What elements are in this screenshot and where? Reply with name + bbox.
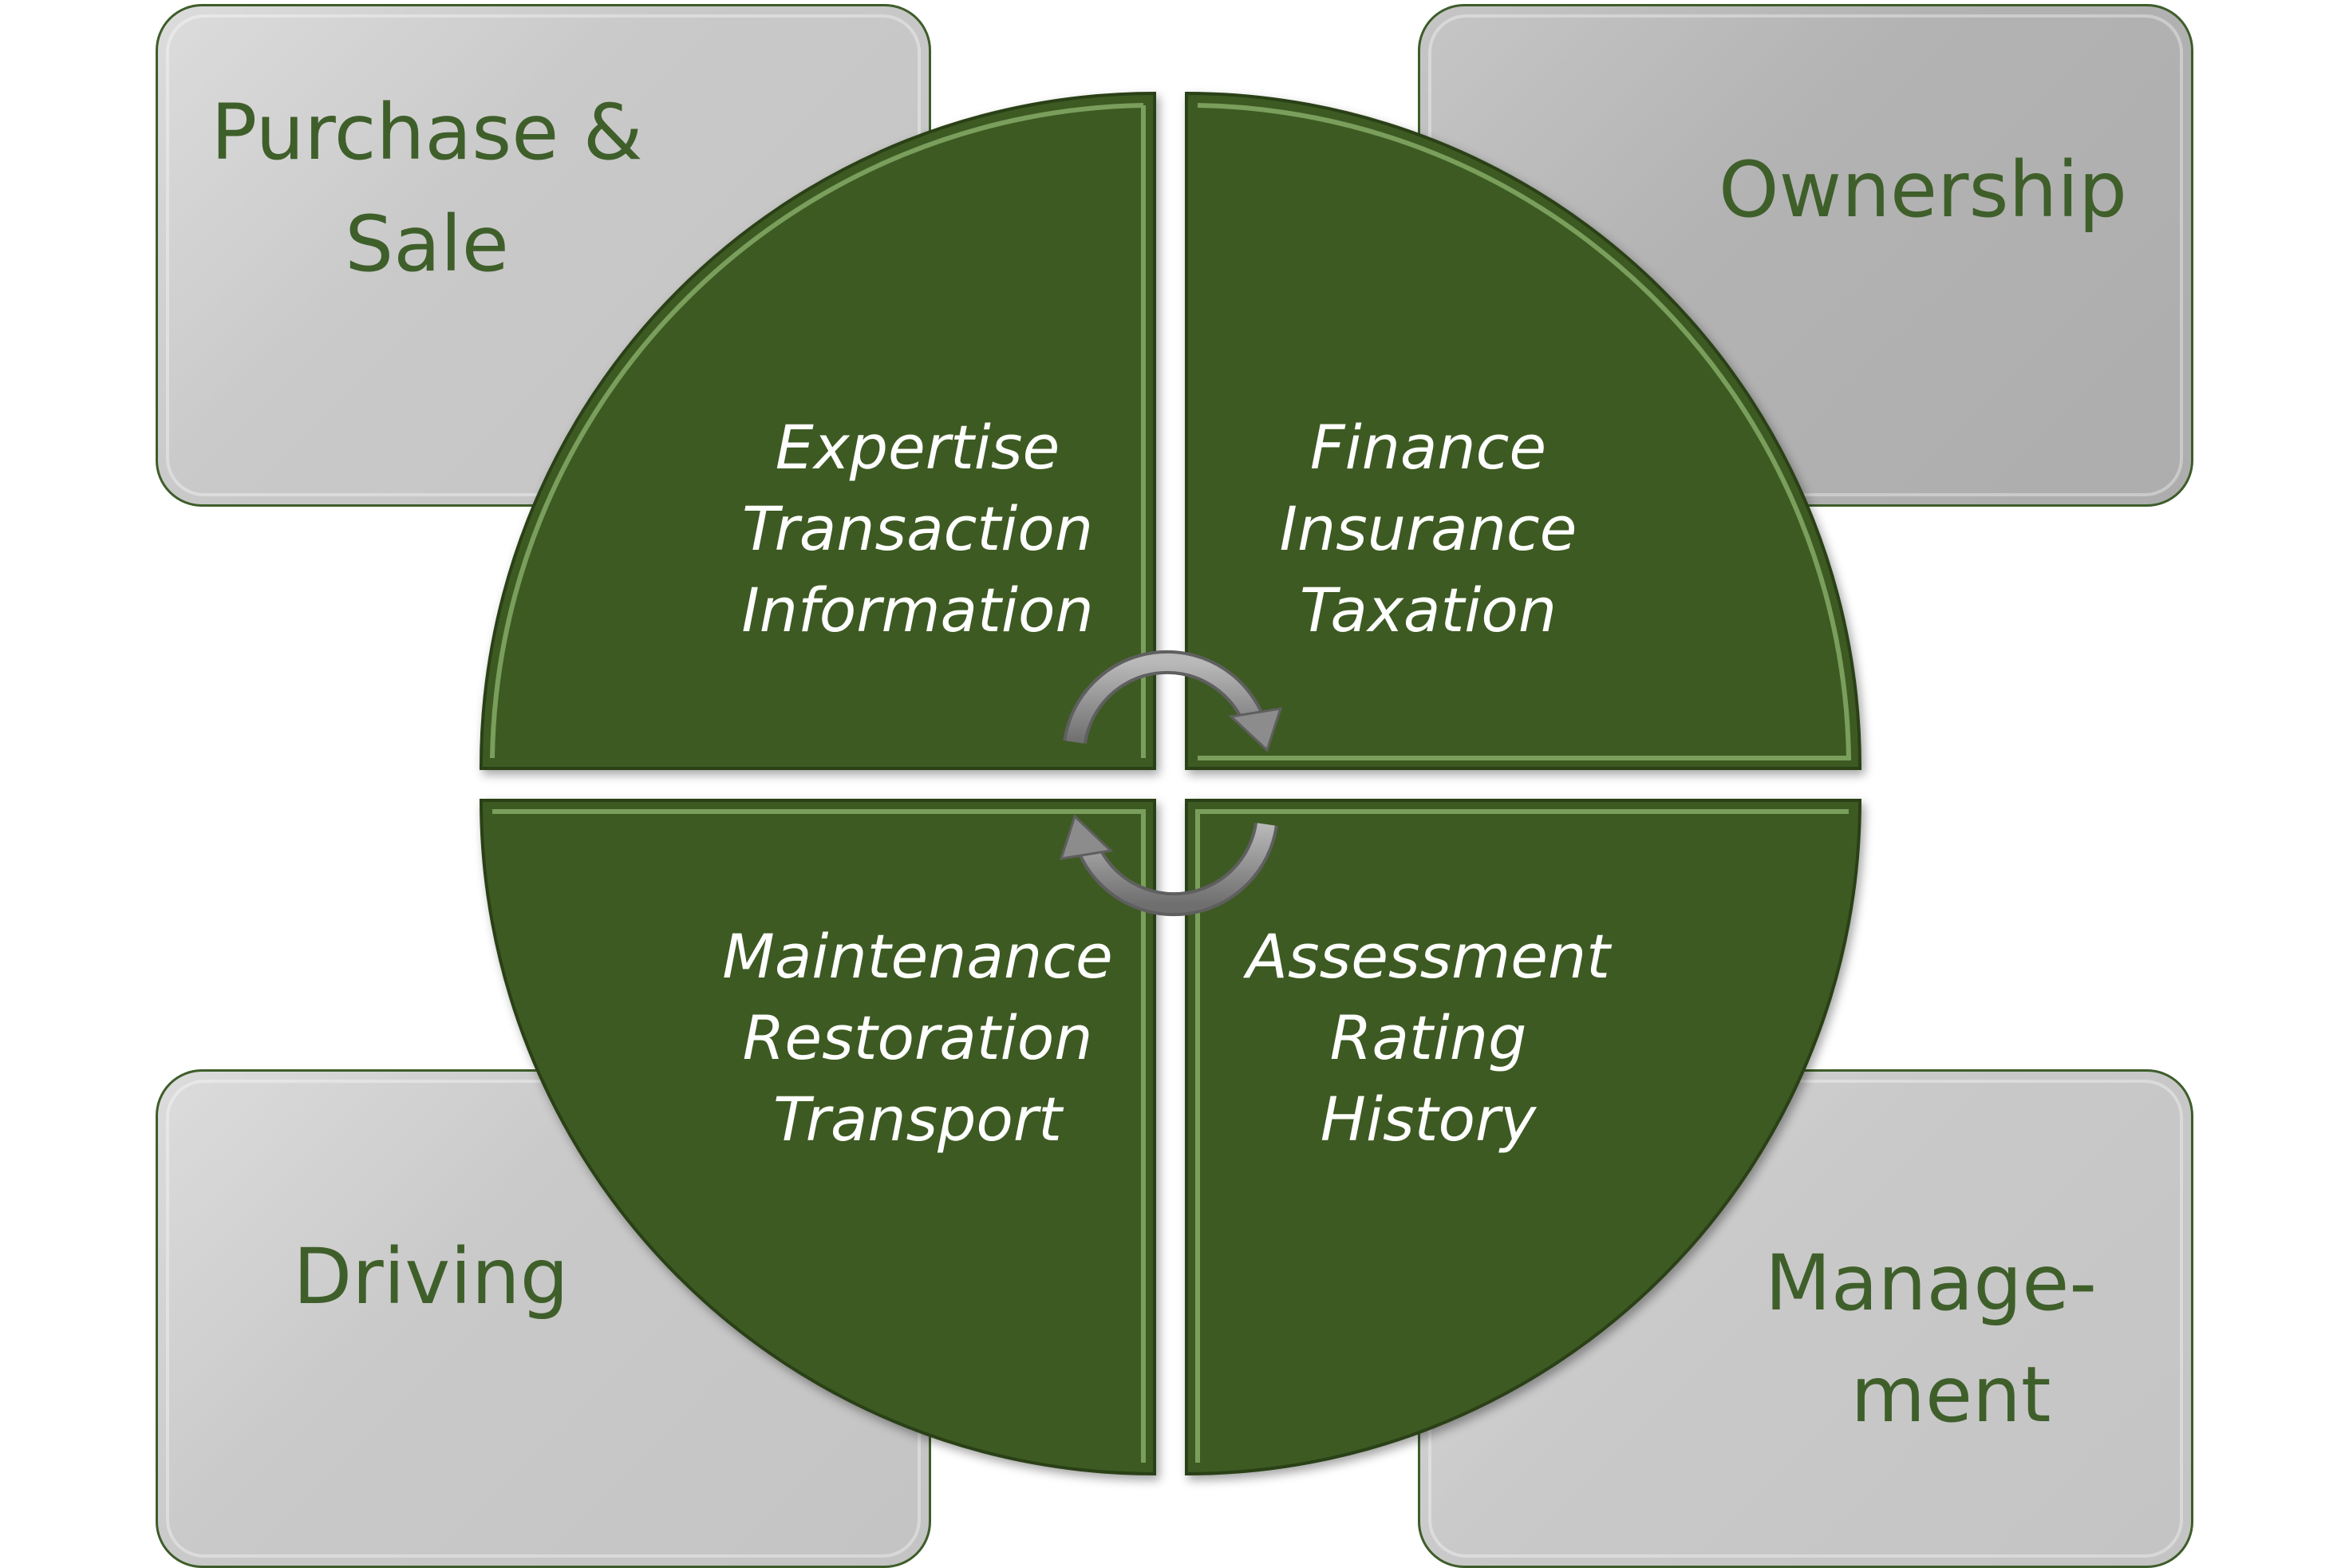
arrowhead-bottom-icon [1059, 814, 1114, 860]
quadrant-bevel-highlight [490, 103, 1146, 759]
corner-label-purchase-sale: Purchase & Sale [207, 77, 646, 300]
quadrant-label-bottom-right: Assessment Rating History [1229, 916, 1628, 1160]
quadrant-label-line: Rating [1329, 1002, 1527, 1073]
corner-label-line: Sale [345, 199, 509, 289]
quadrant-top-left [479, 91, 1156, 770]
quadrant-label-line: Insurance [1279, 493, 1577, 564]
quadrant-label-line: Transport [773, 1084, 1062, 1155]
quadrant-top-right [1185, 91, 1862, 770]
quadrant-bevel-highlight [492, 809, 1146, 1463]
corner-label-line: ment [1850, 1350, 2051, 1440]
quadrant-bottom-left [479, 799, 1156, 1476]
quadrant-bevel-highlight [1197, 103, 1852, 760]
quadrant-label-line: Expertise [775, 412, 1060, 483]
corner-label-management: Manage- ment [1723, 1227, 2138, 1451]
corner-label-line: Manage- [1765, 1238, 2097, 1328]
quadrant-label-top-left: Expertise Transaction Information [718, 407, 1117, 651]
corner-label-ownership: Ownership [1715, 134, 2130, 246]
quadrant-label-line: Transaction [741, 493, 1094, 564]
corner-label-line: Purchase & [211, 88, 643, 177]
quadrant-label-bottom-left: Maintenance Restoration Transport [702, 916, 1133, 1160]
cycle-arrows-icon [1059, 650, 1283, 917]
quadrant-bevel-highlight [1195, 809, 1849, 1463]
quadrant-label-line: Finance [1309, 412, 1547, 483]
arrowhead-top-icon [1228, 707, 1283, 752]
quadrant-label-line: Assessment [1246, 921, 1610, 992]
quadrant-label-line: Taxation [1299, 575, 1557, 646]
quadrant-label-line: History [1320, 1084, 1537, 1155]
corner-label-driving: Driving [255, 1221, 606, 1333]
quadrant-label-line: Information [741, 575, 1094, 646]
quadrant-label-line: Maintenance [722, 921, 1113, 992]
corner-label-line: Ownership [1719, 145, 2127, 235]
quadrant-label-line: Restoration [742, 1002, 1093, 1073]
quadrant-label-top-right: Finance Insurance Taxation [1229, 407, 1628, 651]
corner-label-line: Driving [293, 1232, 569, 1321]
quadrant-bottom-right [1185, 799, 1862, 1476]
